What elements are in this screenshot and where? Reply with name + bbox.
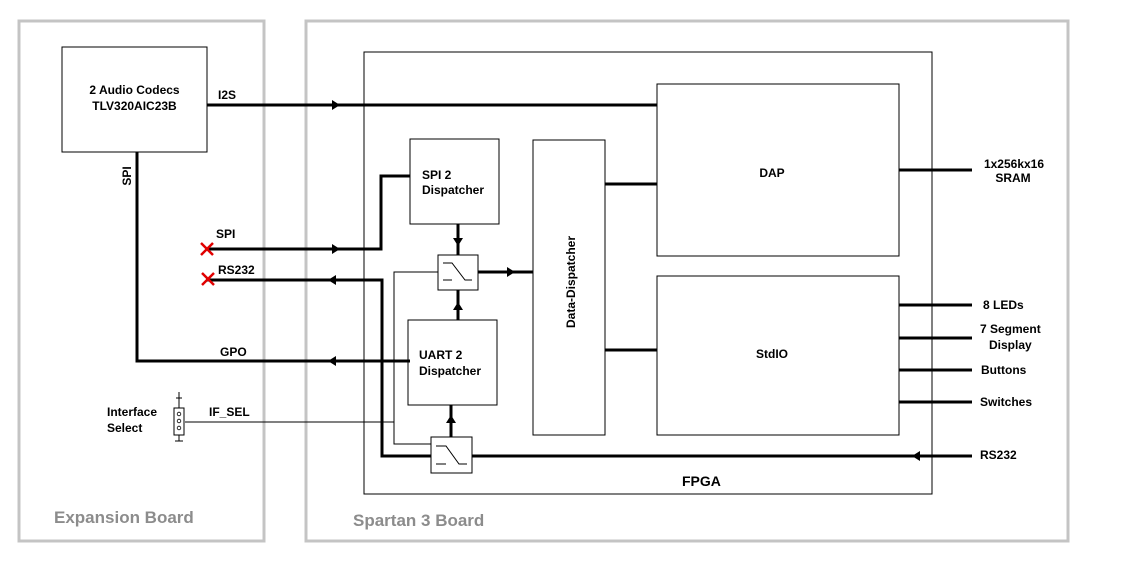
mux-to-uart-disp-arrow xyxy=(453,302,463,310)
data-dispatcher-block xyxy=(532,139,606,436)
rs232-cross-icon xyxy=(201,272,215,286)
interface-select-label-1: Interface xyxy=(107,405,157,419)
i2s-arrow xyxy=(332,100,340,110)
spi-wire xyxy=(206,174,410,251)
stdio-block xyxy=(656,275,900,436)
switches-label: Switches xyxy=(980,395,1032,409)
spi-label: SPI xyxy=(216,227,235,241)
rs232-left-label: RS232 xyxy=(218,263,255,277)
audio-codec-label-2: TLV320AIC23B xyxy=(92,99,177,113)
spi-vertical-label: SPI xyxy=(120,166,134,185)
interface-select-label-2: Select xyxy=(107,421,142,435)
fpga-label: FPGA xyxy=(682,473,721,489)
dap-block xyxy=(656,83,900,257)
uart-dispatcher-label-2: Dispatcher xyxy=(419,364,481,378)
spi-cross-icon xyxy=(200,242,214,256)
sram-label-2: SRAM xyxy=(995,171,1030,185)
if-sel-spi-branch xyxy=(393,271,438,422)
uart-dispatcher-label-1: UART 2 xyxy=(419,348,463,362)
uart-dispatcher-block xyxy=(407,319,498,406)
audio-codec-block xyxy=(61,46,208,153)
rs232-left-arrow xyxy=(328,275,336,285)
spi-arrow xyxy=(332,244,340,254)
spi-dispatcher-label-1: SPI 2 xyxy=(422,168,452,182)
seven-segment-label-1: 7 Segment xyxy=(980,322,1041,336)
interface-select-jumper xyxy=(173,392,185,442)
spi-dispatcher-label-2: Dispatcher xyxy=(422,183,484,197)
spi-disp-to-mux-arrow xyxy=(453,238,463,246)
leds-label: 8 LEDs xyxy=(983,298,1024,312)
rs232-left-wire xyxy=(206,278,431,458)
if-sel-uart-branch xyxy=(393,422,431,445)
spartan-board-title: Spartan 3 Board xyxy=(353,511,484,530)
dap-label: DAP xyxy=(759,166,784,180)
uart-mux-to-disp-arrow xyxy=(446,415,456,423)
spi-mux-switch xyxy=(437,254,479,291)
data-dispatcher-label: Data-Dispatcher xyxy=(564,236,578,328)
mux-to-data-dispatcher-arrow xyxy=(507,267,515,277)
seven-segment-label-2: Display xyxy=(989,338,1032,352)
i2s-label: I2S xyxy=(218,88,236,102)
codec-spi-gpo-wire xyxy=(135,152,410,363)
gpo-arrow xyxy=(328,356,336,366)
spi-dispatcher-block xyxy=(409,138,500,225)
expansion-board-title: Expansion Board xyxy=(54,508,194,527)
buttons-label: Buttons xyxy=(981,363,1027,377)
stdio-label: StdIO xyxy=(756,347,788,361)
rs232-right-arrow xyxy=(912,451,920,461)
if-sel-label: IF_SEL xyxy=(209,405,250,419)
rs232-right-label: RS232 xyxy=(980,448,1017,462)
sram-label-1: 1x256kx16 xyxy=(984,157,1044,171)
audio-codec-label-1: 2 Audio Codecs xyxy=(89,83,180,97)
gpo-label: GPO xyxy=(220,345,247,359)
uart-mux-switch xyxy=(430,436,473,474)
